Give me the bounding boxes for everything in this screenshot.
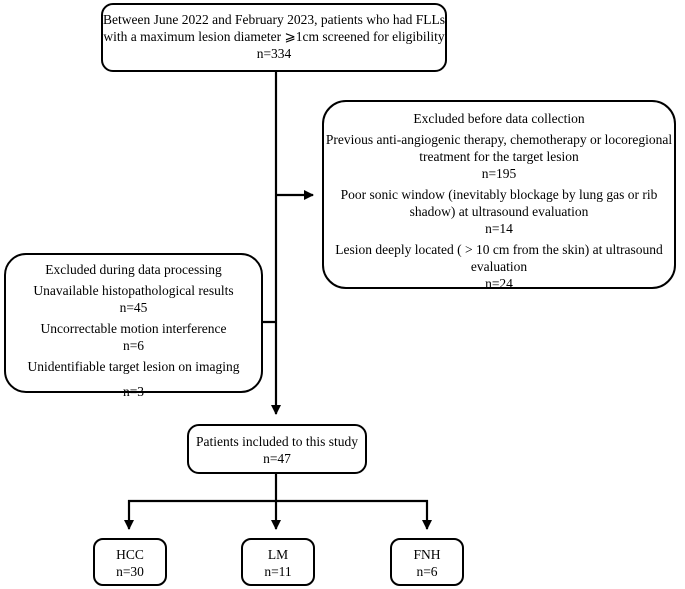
excluded-processing-title: Excluded during data processing xyxy=(45,262,222,277)
reason-count: n=6 xyxy=(122,338,145,353)
reason-count: n=45 xyxy=(119,300,148,315)
group-box-lm: LM n=11 xyxy=(241,538,315,586)
included-count: n=47 xyxy=(263,451,291,466)
excluded-processing-box: Excluded during data processing Unavaila… xyxy=(4,253,263,399)
reason-line-1: Poor sonic window (inevitably blockage b… xyxy=(340,187,658,202)
reason-label: Uncorrectable motion interference xyxy=(40,321,227,336)
excluded-processing-reason: Uncorrectable motion interference n=6 xyxy=(6,320,261,354)
excluded-processing-reason: Unidentifiable target lesion on imaging … xyxy=(6,358,261,400)
included-box: Patients included to this study n=47 xyxy=(187,424,367,474)
group-count: n=30 xyxy=(116,564,144,579)
group-label: FNH xyxy=(413,547,441,562)
reason-line-1: Lesion deeply located ( > 10 cm from the… xyxy=(335,242,663,257)
group-box-fnh: FNH n=6 xyxy=(390,538,464,586)
group-label: LM xyxy=(267,547,289,562)
excluded-before-reason: Previous anti-angiogenic therapy, chemot… xyxy=(324,131,674,182)
reason-count: n=195 xyxy=(481,166,517,181)
group-count: n=11 xyxy=(264,564,292,579)
reason-line-2: shadow) at ultrasound evaluation xyxy=(409,204,589,219)
reason-line-2: treatment for the target lesion xyxy=(419,149,579,164)
group-count: n=6 xyxy=(416,564,438,579)
reason-label: Unavailable histopathological results xyxy=(33,283,234,298)
group-label: HCC xyxy=(116,547,144,562)
excluded-before-reason: Poor sonic window (inevitably blockage b… xyxy=(324,186,674,237)
excluded-before-box: Excluded before data collection Previous… xyxy=(322,100,676,292)
reason-label: Unidentifiable target lesion on imaging xyxy=(27,359,240,374)
excluded-before-reason: Lesion deeply located ( > 10 cm from the… xyxy=(324,241,674,292)
screened-count: n=334 xyxy=(256,46,292,61)
reason-line-1: Previous anti-angiogenic therapy, chemot… xyxy=(325,132,673,147)
excluded-before-title: Excluded before data collection xyxy=(413,111,585,126)
included-label: Patients included to this study xyxy=(196,434,358,449)
reason-count: n=24 xyxy=(485,276,513,291)
reason-count: n=14 xyxy=(485,221,513,236)
screened-line-1: Between June 2022 and February 2023, pat… xyxy=(103,12,445,27)
reason-line-2: evaluation xyxy=(470,259,528,274)
group-box-hcc: HCC n=30 xyxy=(93,538,167,586)
screened-box: Between June 2022 and February 2023, pat… xyxy=(101,3,447,72)
excluded-processing-reason: Unavailable histopathological results n=… xyxy=(6,282,261,316)
reason-count: n=3 xyxy=(122,384,145,399)
screened-line-2: with a maximum lesion diameter ⩾1cm scre… xyxy=(103,29,445,44)
